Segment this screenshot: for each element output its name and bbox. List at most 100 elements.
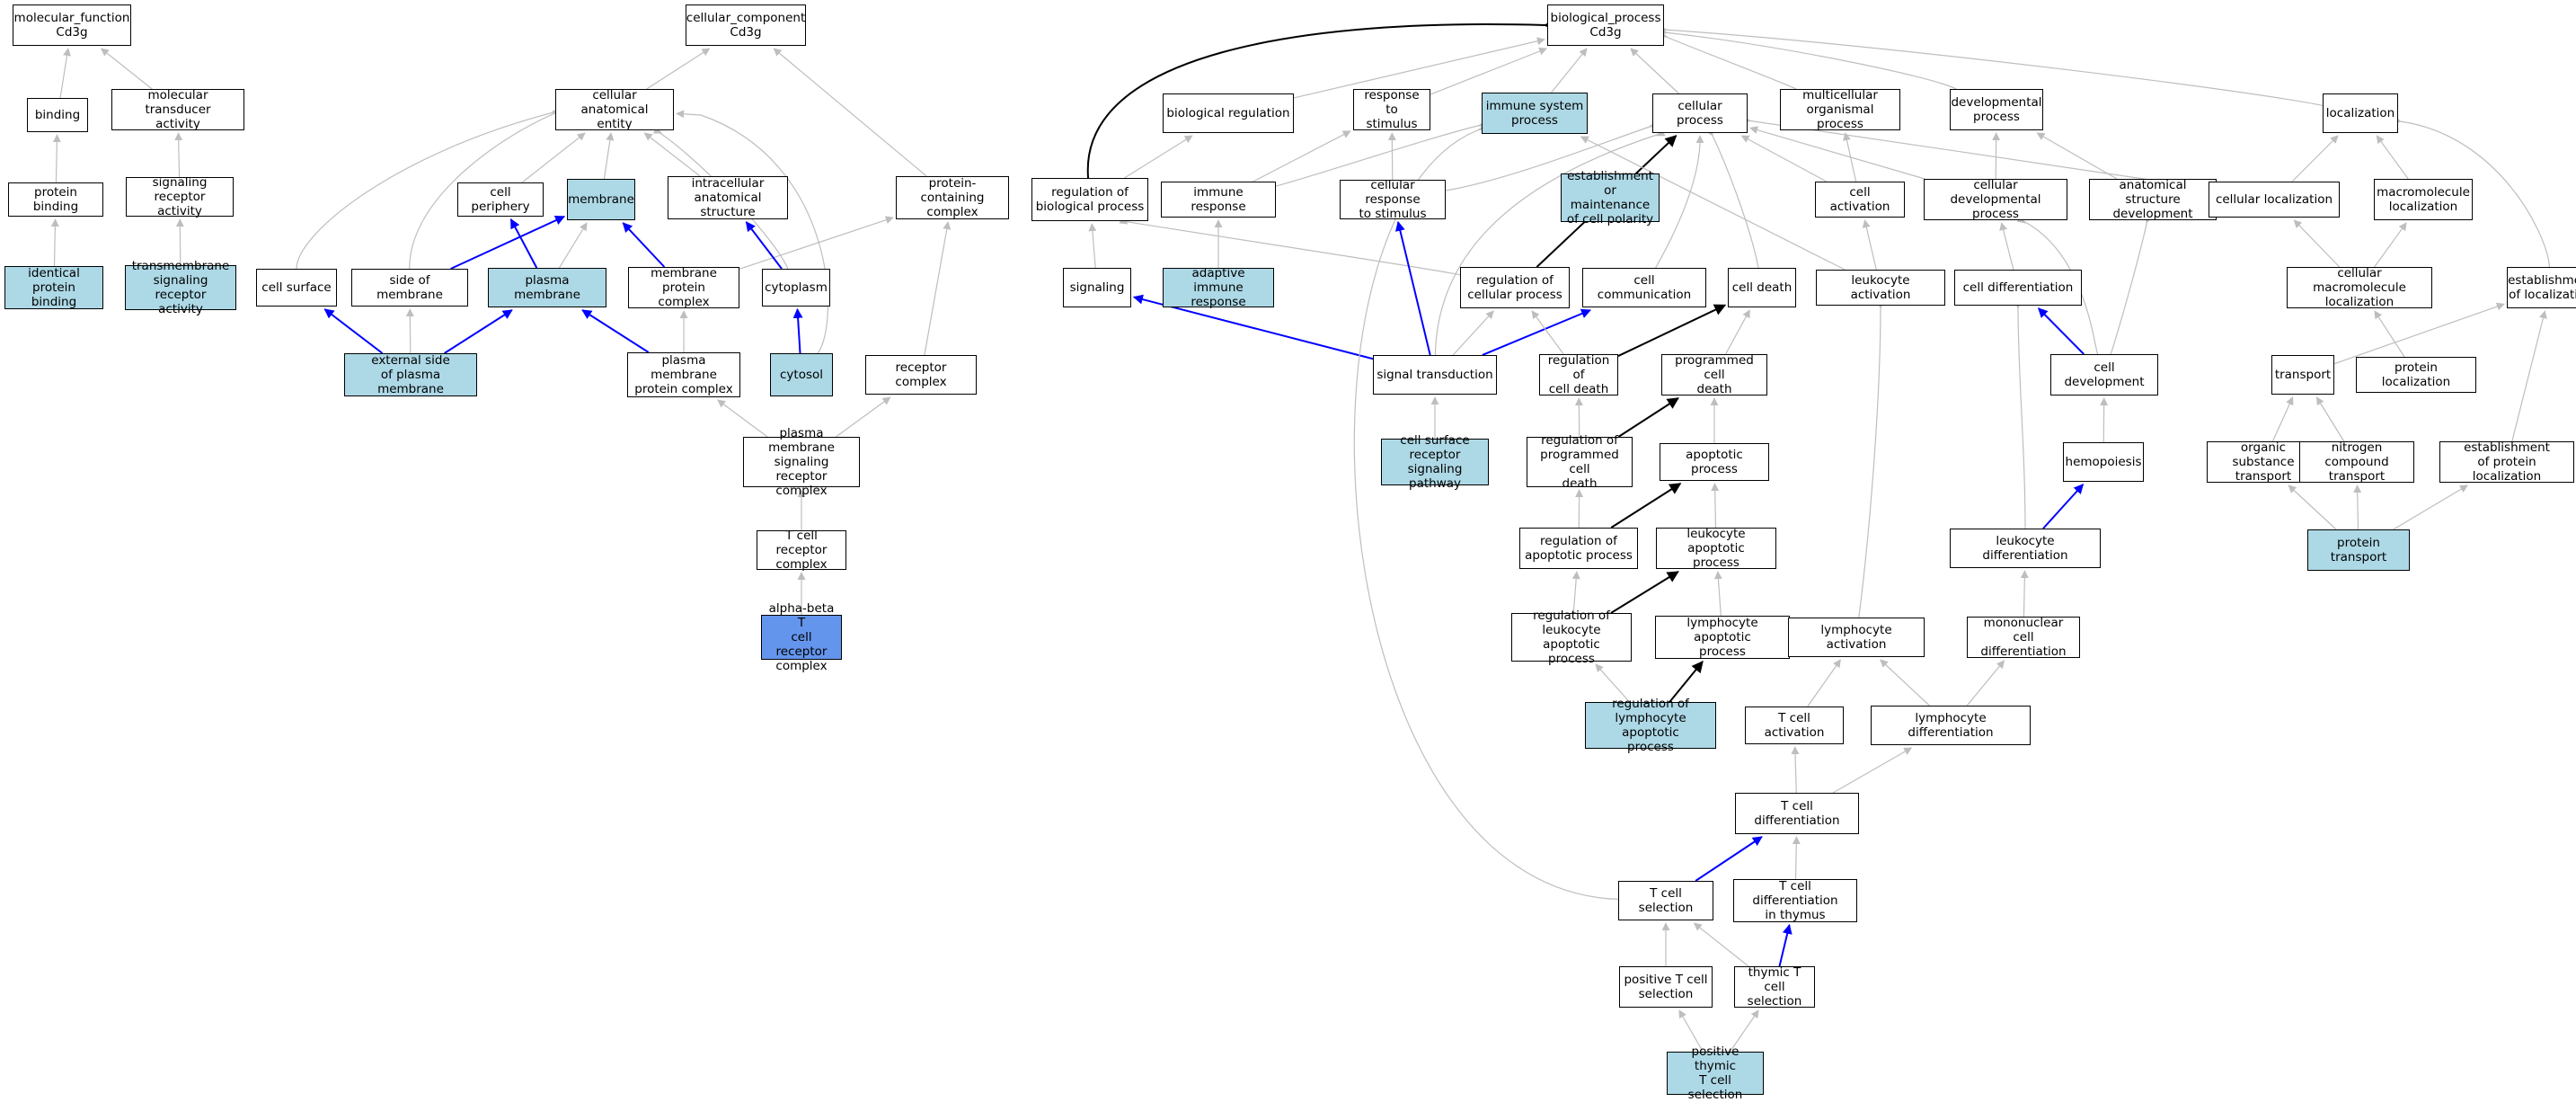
go-term-node-cellular-response-stimulus[interactable]: cellular response to stimulus xyxy=(1340,180,1446,219)
go-term-label: cell periphery xyxy=(461,185,540,214)
go-term-node-bp-root[interactable]: biological_process Cd3g xyxy=(1547,4,1664,46)
go-term-node-lymphocyte-activation[interactable]: lymphocyte activation xyxy=(1788,618,1925,657)
go-term-node-plasma-membrane[interactable]: plasma membrane xyxy=(488,268,606,307)
go-term-node-cell-development[interactable]: cell development xyxy=(2050,354,2158,395)
go-term-node-multicellular-process[interactable]: multicellular organismal process xyxy=(1780,89,1900,130)
go-term-label: lymphocyte differentiation xyxy=(1874,711,2027,740)
go-term-node-immune-response[interactable]: immune response xyxy=(1161,182,1276,218)
go-term-node-establishment-protein-localization[interactable]: establishment of protein localization xyxy=(2439,441,2574,483)
go-term-label: establishment of protein localization xyxy=(2443,440,2571,484)
go-term-label: molecular_function Cd3g xyxy=(14,11,130,40)
edge-is-a xyxy=(179,133,180,177)
go-term-node-cytoplasm[interactable]: cytoplasm xyxy=(762,269,830,307)
go-term-node-biological-regulation[interactable]: biological regulation xyxy=(1163,93,1294,133)
go-term-node-programmed-cell-death[interactable]: programmed cell death xyxy=(1661,354,1767,395)
go-term-node-cc-root[interactable]: cellular_component Cd3g xyxy=(686,4,806,46)
go-term-node-pm-sig-receptor-complex[interactable]: plasma membrane signaling receptor compl… xyxy=(743,437,860,487)
go-term-node-mol-transducer[interactable]: molecular transducer activity xyxy=(111,89,244,130)
go-term-node-cellular-dev-process[interactable]: cellular developmental process xyxy=(1924,179,2067,220)
go-term-node-developmental-process[interactable]: developmental process xyxy=(1950,89,2043,130)
go-term-node-hemopoiesis[interactable]: hemopoiesis xyxy=(2063,442,2144,482)
go-term-node-side-of-membrane[interactable]: side of membrane xyxy=(351,269,468,307)
go-term-node-membrane-protein-complex[interactable]: membrane protein complex xyxy=(628,267,739,308)
go-term-node-protein-containing-complex[interactable]: protein-containing complex xyxy=(896,176,1009,219)
go-term-node-positive-thymic-t-cell-selection[interactable]: positive thymic T cell selection xyxy=(1667,1052,1764,1095)
go-term-node-lymphocyte-apoptotic-process[interactable]: lymphocyte apoptotic process xyxy=(1655,616,1790,659)
go-term-node-ab-tcr-complex[interactable]: alpha-beta T cell receptor complex xyxy=(761,615,842,660)
go-term-node-reg-cell-death[interactable]: regulation of cell death xyxy=(1539,354,1618,395)
go-term-node-external-side-pm[interactable]: external side of plasma membrane xyxy=(344,353,477,396)
go-term-node-thymic-t-cell-selection[interactable]: thymic T cell selection xyxy=(1734,966,1815,1008)
go-term-node-reg-cellular-process[interactable]: regulation of cellular process xyxy=(1460,267,1570,308)
edge-is-a xyxy=(1881,660,1930,706)
go-term-node-cell-polarity[interactable]: establishment or maintenance of cell pol… xyxy=(1561,173,1660,222)
go-term-node-mf-root[interactable]: molecular_function Cd3g xyxy=(13,4,131,46)
go-term-node-lymphocyte-differentiation[interactable]: lymphocyte differentiation xyxy=(1871,706,2031,745)
edge-is-a xyxy=(56,135,57,182)
go-term-node-reg-leukocyte-apoptotic[interactable]: regulation of leukocyte apoptotic proces… xyxy=(1511,613,1632,662)
go-term-node-transport[interactable]: transport xyxy=(2271,355,2334,395)
go-term-node-nitrogen-compound-transport[interactable]: nitrogen compound transport xyxy=(2299,441,2414,483)
go-term-node-t-cell-diff-thymus[interactable]: T cell differentiation in thymus xyxy=(1733,879,1857,922)
go-term-node-identical-protein-binding[interactable]: identical protein binding xyxy=(4,266,103,309)
edge-regulates xyxy=(1618,398,1677,437)
go-term-node-reg-lymphocyte-apoptotic[interactable]: regulation of lymphocyte apoptotic proce… xyxy=(1585,702,1716,749)
go-term-node-macromolecule-localization[interactable]: macromolecule localization xyxy=(2374,179,2473,220)
go-term-node-reg-programmed-cell-death[interactable]: regulation of programmed cell death xyxy=(1527,437,1633,487)
go-term-node-immune-system-process[interactable]: immune system process xyxy=(1482,93,1588,134)
go-term-label: protein-containing complex xyxy=(899,176,1005,219)
go-term-node-cell-anat-entity[interactable]: cellular anatomical entity xyxy=(555,89,674,130)
go-term-node-intracellular-anat[interactable]: intracellular anatomical structure xyxy=(668,176,788,219)
go-term-node-leukocyte-activation[interactable]: leukocyte activation xyxy=(1816,270,1945,306)
go-term-node-tm-sig-receptor[interactable]: transmembrane signaling receptor activit… xyxy=(125,265,236,310)
go-term-node-cytosol[interactable]: cytosol xyxy=(770,353,833,396)
go-term-label: receptor complex xyxy=(869,360,973,389)
go-term-node-membrane[interactable]: membrane xyxy=(567,179,635,220)
go-term-node-t-cell-differentiation[interactable]: T cell differentiation xyxy=(1735,793,1859,834)
go-term-node-leukocyte-apoptotic-process[interactable]: leukocyte apoptotic process xyxy=(1656,528,1776,569)
go-term-label: cell differentiation xyxy=(1963,280,2074,295)
go-term-label: T cell activation xyxy=(1748,711,1840,740)
go-term-node-cell-differentiation[interactable]: cell differentiation xyxy=(1954,270,2082,306)
edge-is-a xyxy=(1715,484,1716,528)
go-term-node-cellular-localization[interactable]: cellular localization xyxy=(2209,182,2340,218)
go-term-node-cell-periphery[interactable]: cell periphery xyxy=(457,182,544,217)
go-term-label: leukocyte activation xyxy=(1819,273,1942,302)
go-term-node-t-cell-activation[interactable]: T cell activation xyxy=(1745,707,1844,744)
go-term-node-establishment-localization[interactable]: establishment of localization xyxy=(2507,267,2576,308)
go-term-node-adaptive-immune-response[interactable]: adaptive immune response xyxy=(1163,268,1274,307)
go-term-node-leukocyte-differentiation[interactable]: leukocyte differentiation xyxy=(1950,529,2101,568)
go-term-node-sig-receptor-activity[interactable]: signaling receptor activity xyxy=(126,177,234,217)
go-term-node-binding[interactable]: binding xyxy=(27,98,88,132)
go-term-node-localization[interactable]: localization xyxy=(2323,93,2398,133)
go-term-node-cellular-macromolecule-localization[interactable]: cellular macromolecule localization xyxy=(2287,267,2432,308)
go-term-node-positive-t-cell-selection[interactable]: positive T cell selection xyxy=(1619,966,1713,1008)
go-term-node-tcr-complex[interactable]: T cell receptor complex xyxy=(757,530,846,570)
go-term-node-reg-apoptotic-process[interactable]: regulation of apoptotic process xyxy=(1519,528,1638,569)
edge-is-a xyxy=(1859,306,1881,618)
edge-is-a xyxy=(1631,49,1679,93)
go-term-node-pm-protein-complex[interactable]: plasma membrane protein complex xyxy=(627,352,740,397)
go-term-node-receptor-complex[interactable]: receptor complex xyxy=(865,355,977,395)
go-term-node-protein-localization[interactable]: protein localization xyxy=(2356,357,2476,393)
go-term-node-signaling[interactable]: signaling xyxy=(1063,268,1131,307)
go-term-node-mononuclear-cell-diff[interactable]: mononuclear cell differentiation xyxy=(1967,617,2080,658)
go-term-node-anat-structure-dev[interactable]: anatomical structure development xyxy=(2089,179,2217,220)
go-term-node-cell-communication[interactable]: cell communication xyxy=(1582,268,1706,307)
go-term-node-cell-surface-receptor-pathway[interactable]: cell surface receptor signaling pathway xyxy=(1381,439,1489,485)
go-term-label: establishment or maintenance of cell pol… xyxy=(1564,169,1656,227)
go-term-node-cell-activation[interactable]: cell activation xyxy=(1815,182,1905,218)
go-term-node-response-to-stimulus[interactable]: response to stimulus xyxy=(1353,89,1430,130)
go-term-node-cell-death[interactable]: cell death xyxy=(1728,268,1796,307)
edge-regulates xyxy=(1618,305,1725,356)
go-term-node-protein-binding[interactable]: protein binding xyxy=(8,182,103,217)
edge-is-a xyxy=(1664,32,1956,89)
go-term-node-signal-transduction[interactable]: signal transduction xyxy=(1373,355,1497,395)
go-term-node-apoptotic-process[interactable]: apoptotic process xyxy=(1660,443,1769,481)
go-term-node-t-cell-selection[interactable]: T cell selection xyxy=(1618,881,1713,920)
go-term-label: cellular localization xyxy=(2216,192,2333,207)
go-term-node-reg-biological-process[interactable]: regulation of biological process xyxy=(1031,178,1148,221)
go-term-node-cellular-process[interactable]: cellular process xyxy=(1652,93,1748,133)
go-term-node-cell-surface[interactable]: cell surface xyxy=(256,269,337,307)
go-term-node-protein-transport[interactable]: protein transport xyxy=(2307,529,2410,571)
